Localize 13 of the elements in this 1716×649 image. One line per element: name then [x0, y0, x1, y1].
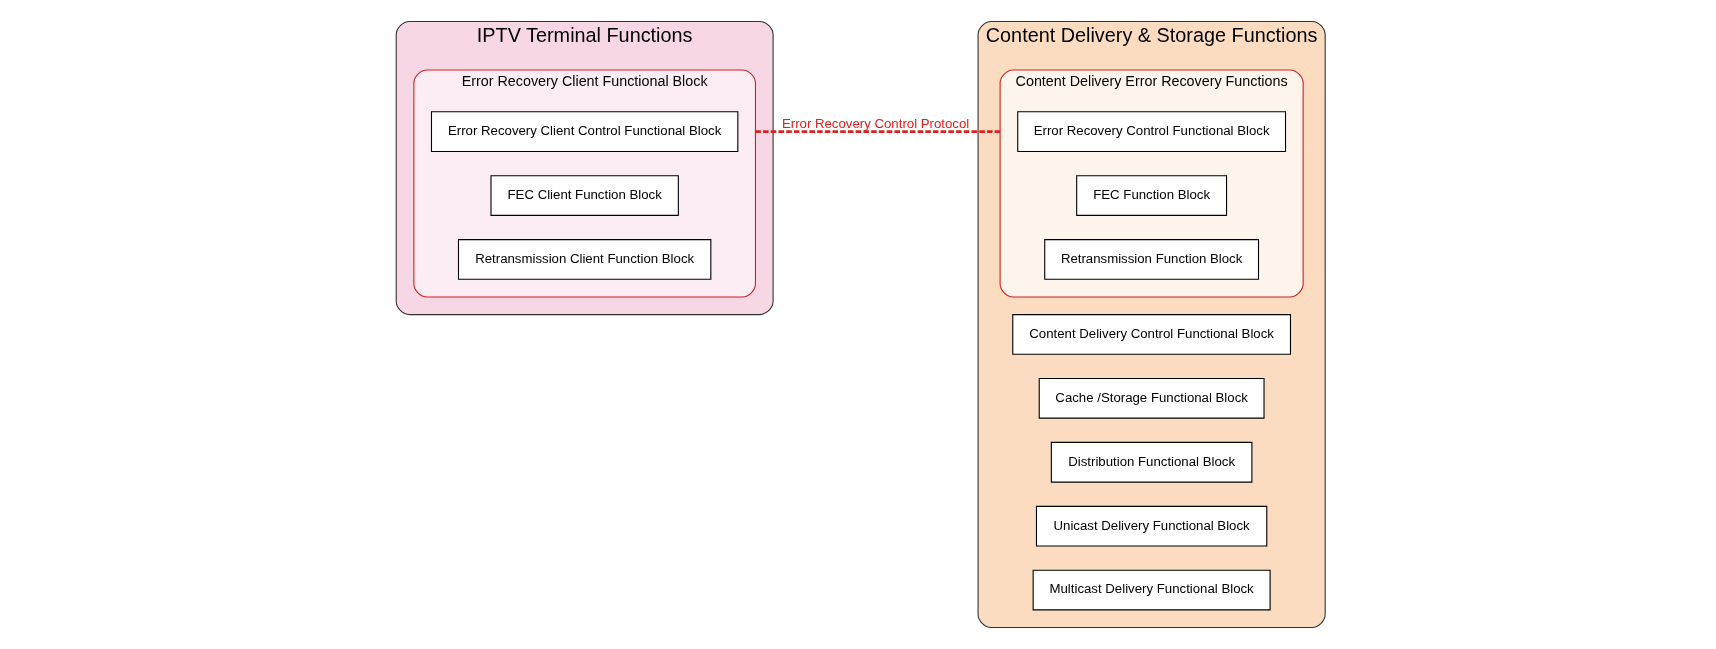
node-box: Unicast Delivery Functional Block — [1035, 505, 1267, 547]
node-box: Content Delivery Control Functional Block — [1011, 314, 1291, 355]
node-box: FEC Function Block — [1075, 175, 1227, 216]
edge-label: Error Recovery Control Protocol — [781, 115, 969, 131]
node-box: Distribution Functional Block — [1050, 441, 1252, 483]
connector — [754, 130, 1000, 134]
node-box: Retransmission Client Function Block — [457, 239, 711, 280]
node-box: Multicast Delivery Functional Block — [1032, 569, 1271, 611]
node-box: FEC Client Function Block — [489, 175, 679, 216]
node-box: Cache /Storage Functional Block — [1038, 377, 1265, 419]
node-box: Error Recovery Control Functional Block — [1016, 111, 1286, 153]
node-box: Error Recovery Client Control Functional Block — [430, 111, 738, 153]
node-box: Retransmission Function Block — [1043, 239, 1259, 280]
